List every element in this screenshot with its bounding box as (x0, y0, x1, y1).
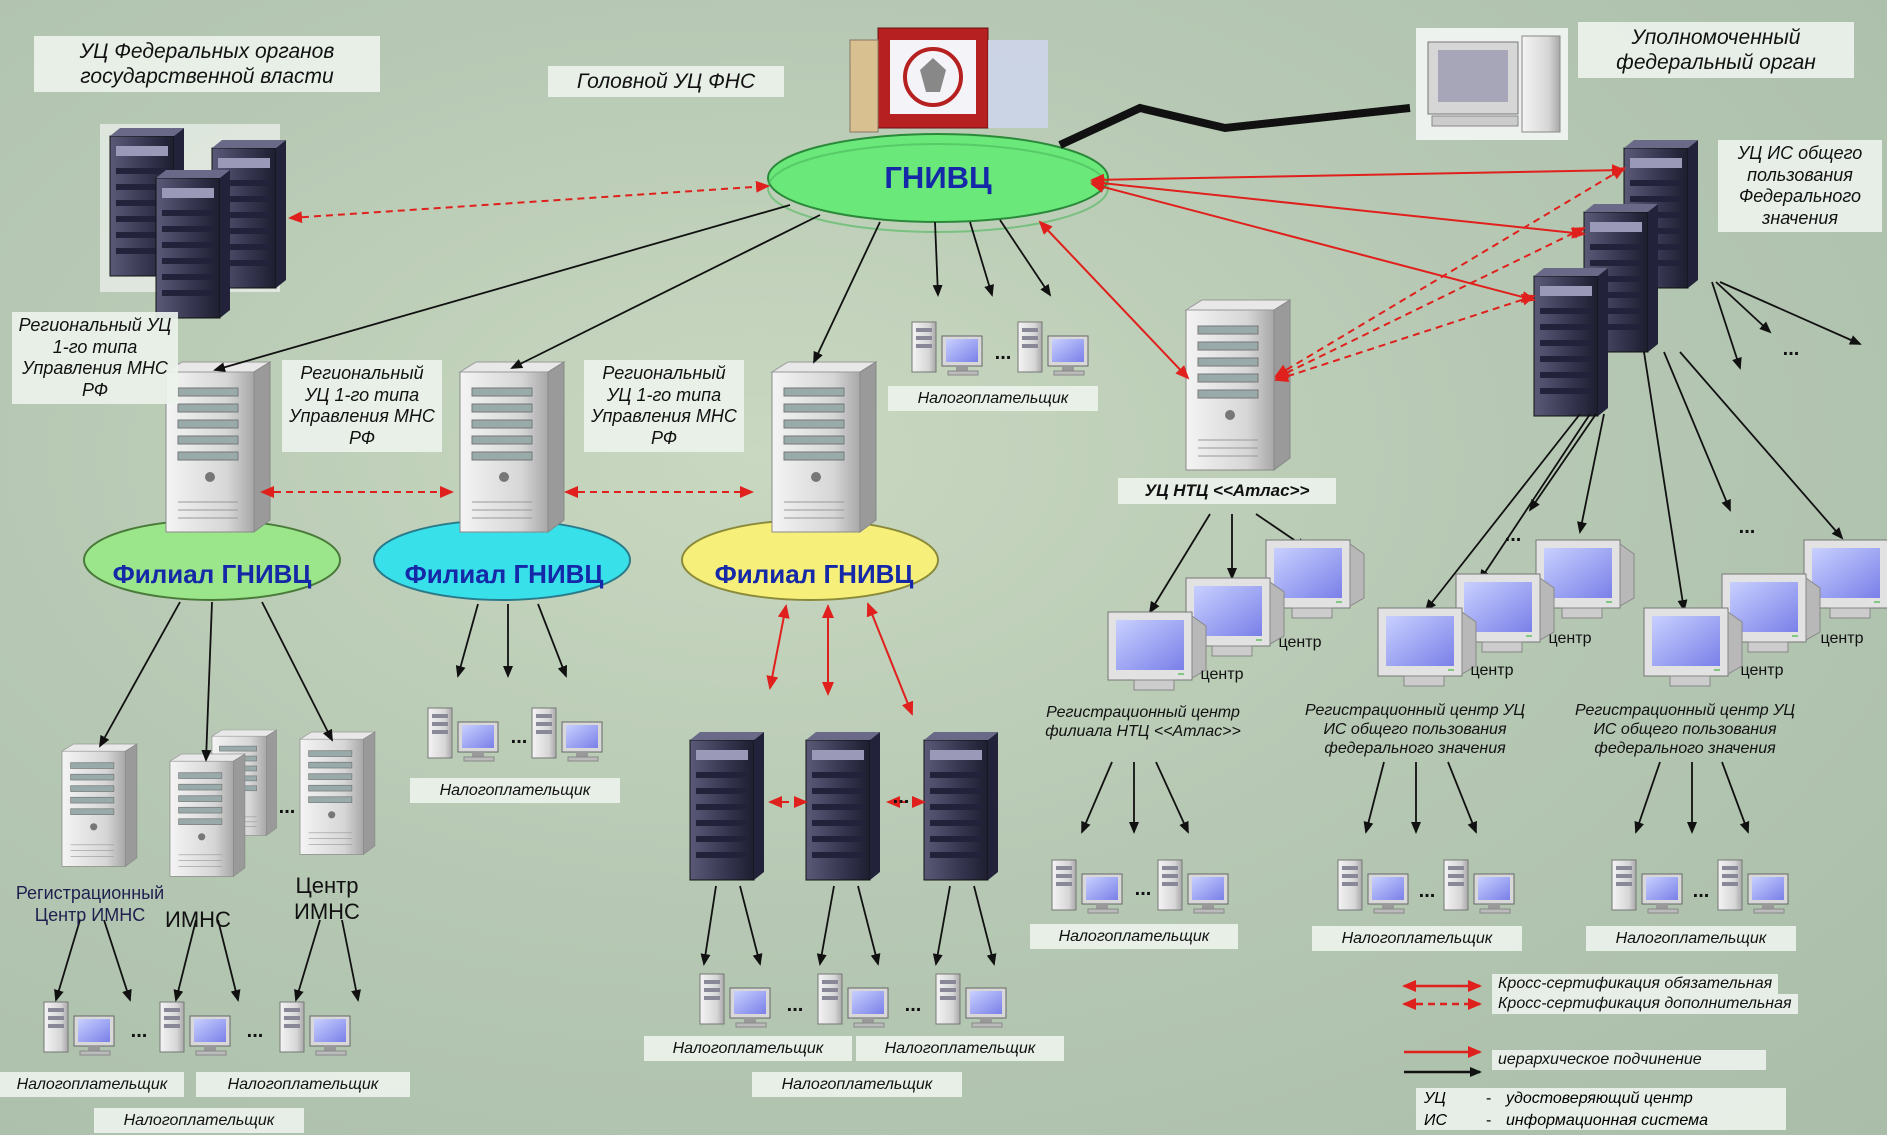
ellipsis-imns: ... (278, 796, 296, 818)
imns-label: ИМНС (165, 907, 231, 932)
is-center-2: центр (1470, 662, 1514, 679)
legend-is-dash: - (1486, 1112, 1492, 1129)
legend-cross-optional: Кросс-сертификация дополнительная (1492, 994, 1798, 1014)
ellipsis-is-3: ... (1782, 338, 1800, 360)
federal-uc-label: УЦ Федеральных органов государственной в… (34, 36, 380, 93)
legend-uc-dash: - (1486, 1090, 1492, 1107)
legend-abbr-box (1416, 1088, 1786, 1130)
is-center-4: центр (1740, 662, 1784, 679)
legend-uc-abbr: УЦ (1424, 1090, 1446, 1107)
ellipsis-top: ... (994, 342, 1012, 364)
atlas-uc-label: УЦ НТЦ <<Атлас>> (1118, 478, 1336, 505)
atlas-server (1185, 299, 1291, 471)
ellipsis-imns-tp-1: ... (130, 1020, 148, 1042)
regional-server-3 (771, 361, 877, 533)
regional-label-3: Региональный УЦ 1-го типа Управления МНС… (584, 360, 744, 453)
taxpayer-label-imns-1: Налогоплательщик (0, 1072, 184, 1098)
branch-label-green: Филиал ГНИВЦ (112, 559, 312, 589)
regional-server-1 (165, 361, 271, 533)
taxpayer-label-is-2: Налогоплательщик (1586, 926, 1796, 952)
head-uc-label: Головной УЦ ФНС (548, 66, 784, 98)
legend-cross-mandatory: Кросс-сертификация обязательная (1492, 974, 1779, 994)
imns-servers (61, 729, 376, 877)
taxpayer-label-top: Налогоплательщик (888, 386, 1098, 412)
head-computer (849, 27, 1048, 133)
regional-server-2 (459, 361, 565, 533)
legend-is-def: информационная система (1506, 1112, 1708, 1129)
legend-arrows (1402, 980, 1482, 1077)
ellipsis-is-tp-2: ... (1692, 880, 1710, 902)
is-uc-label: УЦ ИС общего пользования Федерального зн… (1718, 140, 1882, 233)
taxpayer-label-yellow-2: Налогоплательщик (856, 1036, 1064, 1062)
federal-servers (100, 124, 287, 319)
is-reg-center-label-1: Регистрационный центр УЦ ИС общего польз… (1305, 702, 1525, 758)
taxpayer-label-imns-2: Налогоплательщик (196, 1072, 410, 1098)
regional-label-2: Региональный УЦ 1-го типа Управления МНС… (282, 360, 442, 453)
ellipsis-is-1: ... (1504, 524, 1522, 546)
imns-center-label: Центр ИМНС (294, 873, 360, 925)
cross-optional-arrows (260, 166, 1626, 808)
taxpayer-label-atlas: Налогоплательщик (1030, 924, 1238, 950)
imns-reg-center-label: Регистрационный Центр ИМНС (15, 883, 165, 925)
legend-hierarchy: иерархическое подчинение (1492, 1050, 1766, 1070)
legend-is-abbr: ИС (1424, 1112, 1447, 1129)
taxpayer-label-imns-3: Налогоплательщик (94, 1108, 304, 1134)
taxpayer-label-yellow-1: Налогоплательщик (644, 1036, 852, 1062)
taxpayer-label-yellow-3: Налогоплательщик (752, 1072, 962, 1098)
is-center-3: центр (1820, 630, 1864, 647)
hierarchy-arrows (54, 204, 1862, 1002)
branch-label-yellow: Филиал ГНИВЦ (714, 559, 914, 589)
authorized-body-computer (1416, 28, 1568, 140)
is-reg-center-label-2: Регистрационный центр УЦ ИС общего польз… (1575, 702, 1795, 758)
branch-label-cyan: Филиал ГНИВЦ (404, 559, 604, 589)
ellipsis-is-tp-1: ... (1418, 880, 1436, 902)
legend-uc-def: удостоверяющий центр (1506, 1090, 1693, 1107)
ellipsis-imns-tp-2: ... (246, 1020, 264, 1042)
is-center-1: центр (1548, 630, 1592, 647)
taxpayer-label-is-1: Налогоплательщик (1312, 926, 1522, 952)
taxpayer-label-cyan: Налогоплательщик (410, 778, 620, 804)
branch-dark-servers (689, 731, 999, 881)
authorized-body-label: Уполномоченный федеральный орган (1578, 22, 1854, 79)
atlas-center-1: центр (1278, 634, 1322, 651)
ellipsis-is-2: ... (1738, 516, 1756, 538)
atlas-center-2: центр (1200, 666, 1244, 683)
ellipsis-atlas: ... (1134, 878, 1152, 900)
regional-label-1: Региональный УЦ 1-го типа Управления МНС… (12, 312, 178, 405)
gnivc-label: ГНИВЦ (884, 160, 992, 195)
ellipsis-yellow-2: ... (904, 994, 922, 1016)
lightning-icon (1058, 103, 1411, 149)
ellipsis-yellow-1: ... (786, 994, 804, 1016)
atlas-reg-center-label: Регистрационный центр филиала НТЦ <<Атла… (1045, 704, 1241, 741)
ellipsis-yellow-3: ... (892, 786, 910, 808)
ellipsis-cyan: ... (510, 726, 528, 748)
